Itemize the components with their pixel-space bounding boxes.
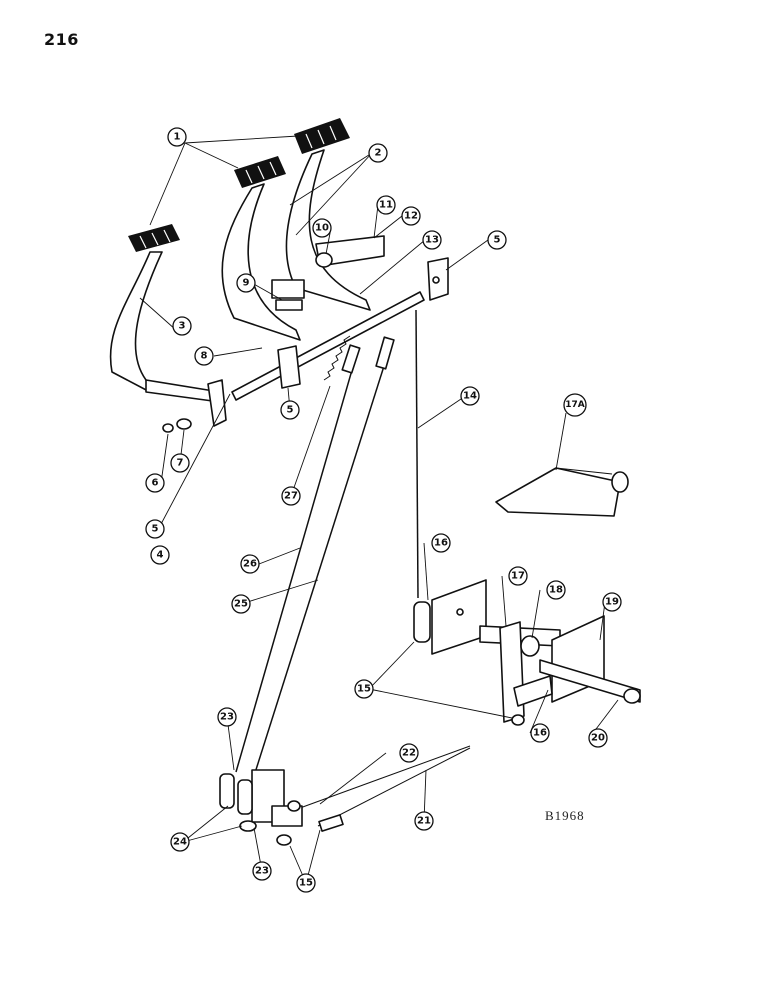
callout-26: 26 xyxy=(240,554,260,574)
lever-bracket-16-upper xyxy=(413,579,487,655)
svg-text:25: 25 xyxy=(234,599,248,610)
callout-16-lower: 16 xyxy=(530,723,550,743)
callout-11: 11 xyxy=(376,195,396,215)
svg-text:18: 18 xyxy=(549,585,563,596)
svg-text:5: 5 xyxy=(152,524,159,535)
svg-text:12: 12 xyxy=(404,211,418,222)
callout-17: 17 xyxy=(508,566,528,586)
svg-text:2: 2 xyxy=(375,148,382,159)
svg-text:1: 1 xyxy=(174,132,181,143)
svg-text:24: 24 xyxy=(173,837,187,848)
pivot-bracket-right xyxy=(427,257,449,301)
return-spring xyxy=(323,335,351,381)
callout-7: 7 xyxy=(170,453,190,473)
callout-18: 18 xyxy=(546,580,566,600)
svg-text:16: 16 xyxy=(533,728,547,739)
pedal-arm-middle xyxy=(221,183,301,341)
svg-text:19: 19 xyxy=(605,597,619,608)
pedal-pad-left xyxy=(128,224,180,252)
svg-text:16: 16 xyxy=(434,538,448,549)
callout-10: 10 xyxy=(312,218,332,238)
svg-text:9: 9 xyxy=(243,278,250,289)
svg-text:7: 7 xyxy=(177,458,184,469)
pedal-pad-middle xyxy=(234,156,286,188)
svg-text:11: 11 xyxy=(379,200,393,211)
lever-bracket-right xyxy=(539,615,641,704)
svg-text:13: 13 xyxy=(425,235,439,246)
callout-1: 1 xyxy=(167,127,187,147)
svg-text:17: 17 xyxy=(511,571,525,582)
callout-23-lower: 23 xyxy=(252,861,272,881)
pedal-arm-left xyxy=(109,251,221,403)
pedal-pad-right xyxy=(294,118,350,154)
svg-text:20: 20 xyxy=(591,733,605,744)
callout-5-middle: 5 xyxy=(280,400,300,420)
svg-text:14: 14 xyxy=(463,391,477,402)
control-rods xyxy=(235,309,471,827)
svg-text:23: 23 xyxy=(220,712,234,723)
callout-12: 12 xyxy=(401,206,421,226)
callout-5: 5 xyxy=(145,519,165,539)
callout-9: 9 xyxy=(236,273,256,293)
callout-13: 13 xyxy=(422,230,442,250)
page-number: 216 xyxy=(44,30,79,49)
callout-20: 20 xyxy=(588,728,608,748)
callout-4: 4 xyxy=(150,545,170,565)
svg-text:5: 5 xyxy=(287,405,294,416)
callout-5-right: 5 xyxy=(487,230,507,250)
callout-15-right: 15 xyxy=(354,679,374,699)
svg-text:15: 15 xyxy=(299,878,313,889)
callout-23-upper: 23 xyxy=(217,707,237,727)
svg-text:27: 27 xyxy=(284,491,298,502)
pivot-bracket-left xyxy=(162,379,227,433)
callout-27: 27 xyxy=(281,486,301,506)
cross-shaft-17 xyxy=(479,621,561,723)
callout-3: 3 xyxy=(172,316,192,336)
svg-text:15: 15 xyxy=(357,684,371,695)
latch-assembly xyxy=(271,235,385,311)
callout-21: 21 xyxy=(414,811,434,831)
callout-22: 22 xyxy=(399,743,419,763)
svg-text:23: 23 xyxy=(255,866,269,877)
callout-2: 2 xyxy=(368,143,388,163)
callout-8: 8 xyxy=(194,346,214,366)
lower-clevis-assembly xyxy=(219,769,344,846)
svg-text:22: 22 xyxy=(402,748,416,759)
svg-text:8: 8 xyxy=(201,351,208,362)
callout-25: 25 xyxy=(231,594,251,614)
bracket-17A xyxy=(495,467,629,517)
svg-text:4: 4 xyxy=(157,550,164,561)
svg-text:6: 6 xyxy=(152,478,159,489)
lower-lever-16 xyxy=(511,675,553,726)
drawing-code: B1968 xyxy=(545,808,585,823)
callout-19: 19 xyxy=(602,592,622,612)
svg-text:21: 21 xyxy=(417,816,431,827)
svg-text:17A: 17A xyxy=(565,400,585,410)
leader-lines xyxy=(139,135,619,884)
callout-15-lower: 15 xyxy=(296,873,316,893)
callout-14: 14 xyxy=(460,386,480,406)
svg-text:26: 26 xyxy=(243,559,257,570)
pedal-arm-right xyxy=(285,149,371,311)
pivot-bracket-middle xyxy=(277,345,301,389)
upper-clevises xyxy=(341,336,395,374)
svg-text:3: 3 xyxy=(179,321,186,332)
callout-16-upper: 16 xyxy=(431,533,451,553)
svg-text:10: 10 xyxy=(315,223,329,234)
svg-text:5: 5 xyxy=(494,235,501,246)
callout-6: 6 xyxy=(145,473,165,493)
callout-24: 24 xyxy=(170,832,190,852)
callout-17A: 17A xyxy=(563,393,587,417)
